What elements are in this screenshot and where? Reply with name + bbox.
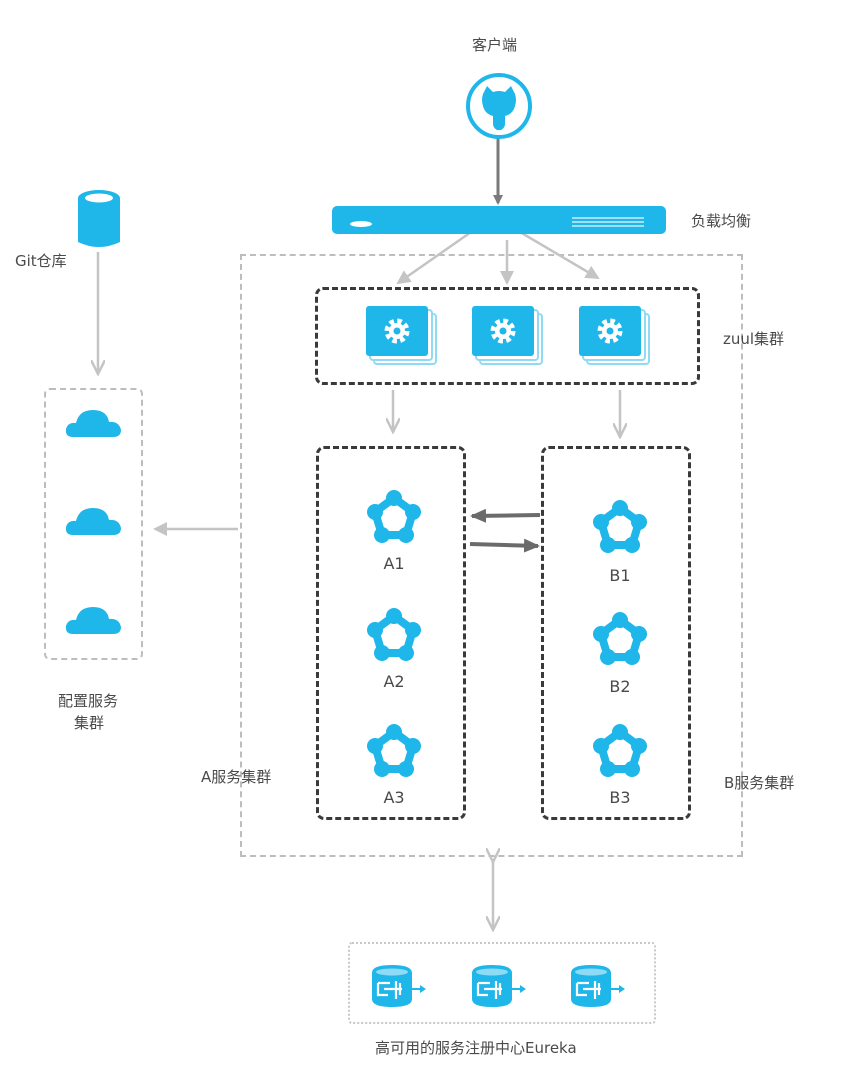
service-b-box: [541, 446, 691, 820]
eureka-box: [348, 942, 656, 1024]
service-node-icon[interactable]: [365, 608, 423, 664]
lb-indicator-light: [350, 221, 372, 227]
zuul-cluster-box: [315, 287, 700, 385]
gear-icon: [490, 318, 516, 344]
service-node-label: B3: [609, 788, 631, 807]
service-node-label: A3: [383, 788, 405, 807]
client-label: 客户端: [472, 36, 518, 54]
load-balancer-bar[interactable]: [332, 206, 666, 234]
registry-db-icon[interactable]: [571, 965, 629, 1007]
zuul-node[interactable]: [366, 306, 438, 366]
service-node-label: B2: [609, 677, 631, 696]
service-node-icon[interactable]: [365, 490, 423, 546]
eureka-label: 高可用的服务注册中心Eureka: [375, 1039, 577, 1057]
service-node-icon[interactable]: [591, 724, 649, 780]
load-balancer-label: 负载均衡: [691, 212, 752, 230]
service-node-label: A1: [383, 554, 405, 573]
zuul-cluster-label: zuul集群: [723, 330, 785, 348]
service-node-icon[interactable]: [365, 724, 423, 780]
github-cat-icon[interactable]: [465, 72, 533, 140]
database-cylinder-icon[interactable]: [76, 188, 122, 252]
lb-vent-lines: [572, 217, 644, 227]
config-cluster-label-line1: 配置服务: [58, 692, 119, 710]
config-cluster-label-line2: 集群: [74, 714, 105, 732]
service-node-icon[interactable]: [591, 612, 649, 668]
registry-db-icon[interactable]: [372, 965, 430, 1007]
service-a-box: [316, 446, 466, 820]
config-cluster-box: [44, 388, 143, 660]
zuul-node[interactable]: [579, 306, 651, 366]
service-node-label: B1: [609, 566, 631, 585]
cloud-icon[interactable]: [65, 407, 123, 439]
zuul-node[interactable]: [472, 306, 544, 366]
service-node-label: A2: [383, 672, 405, 691]
gear-icon: [597, 318, 623, 344]
gear-icon: [384, 318, 410, 344]
cloud-icon[interactable]: [65, 604, 123, 636]
service-b-label: B服务集群: [724, 774, 795, 792]
cloud-icon[interactable]: [65, 505, 123, 537]
git-repo-label: Git仓库: [15, 252, 67, 270]
registry-db-icon[interactable]: [472, 965, 530, 1007]
service-a-label: A服务集群: [201, 768, 272, 786]
service-node-icon[interactable]: [591, 500, 649, 556]
